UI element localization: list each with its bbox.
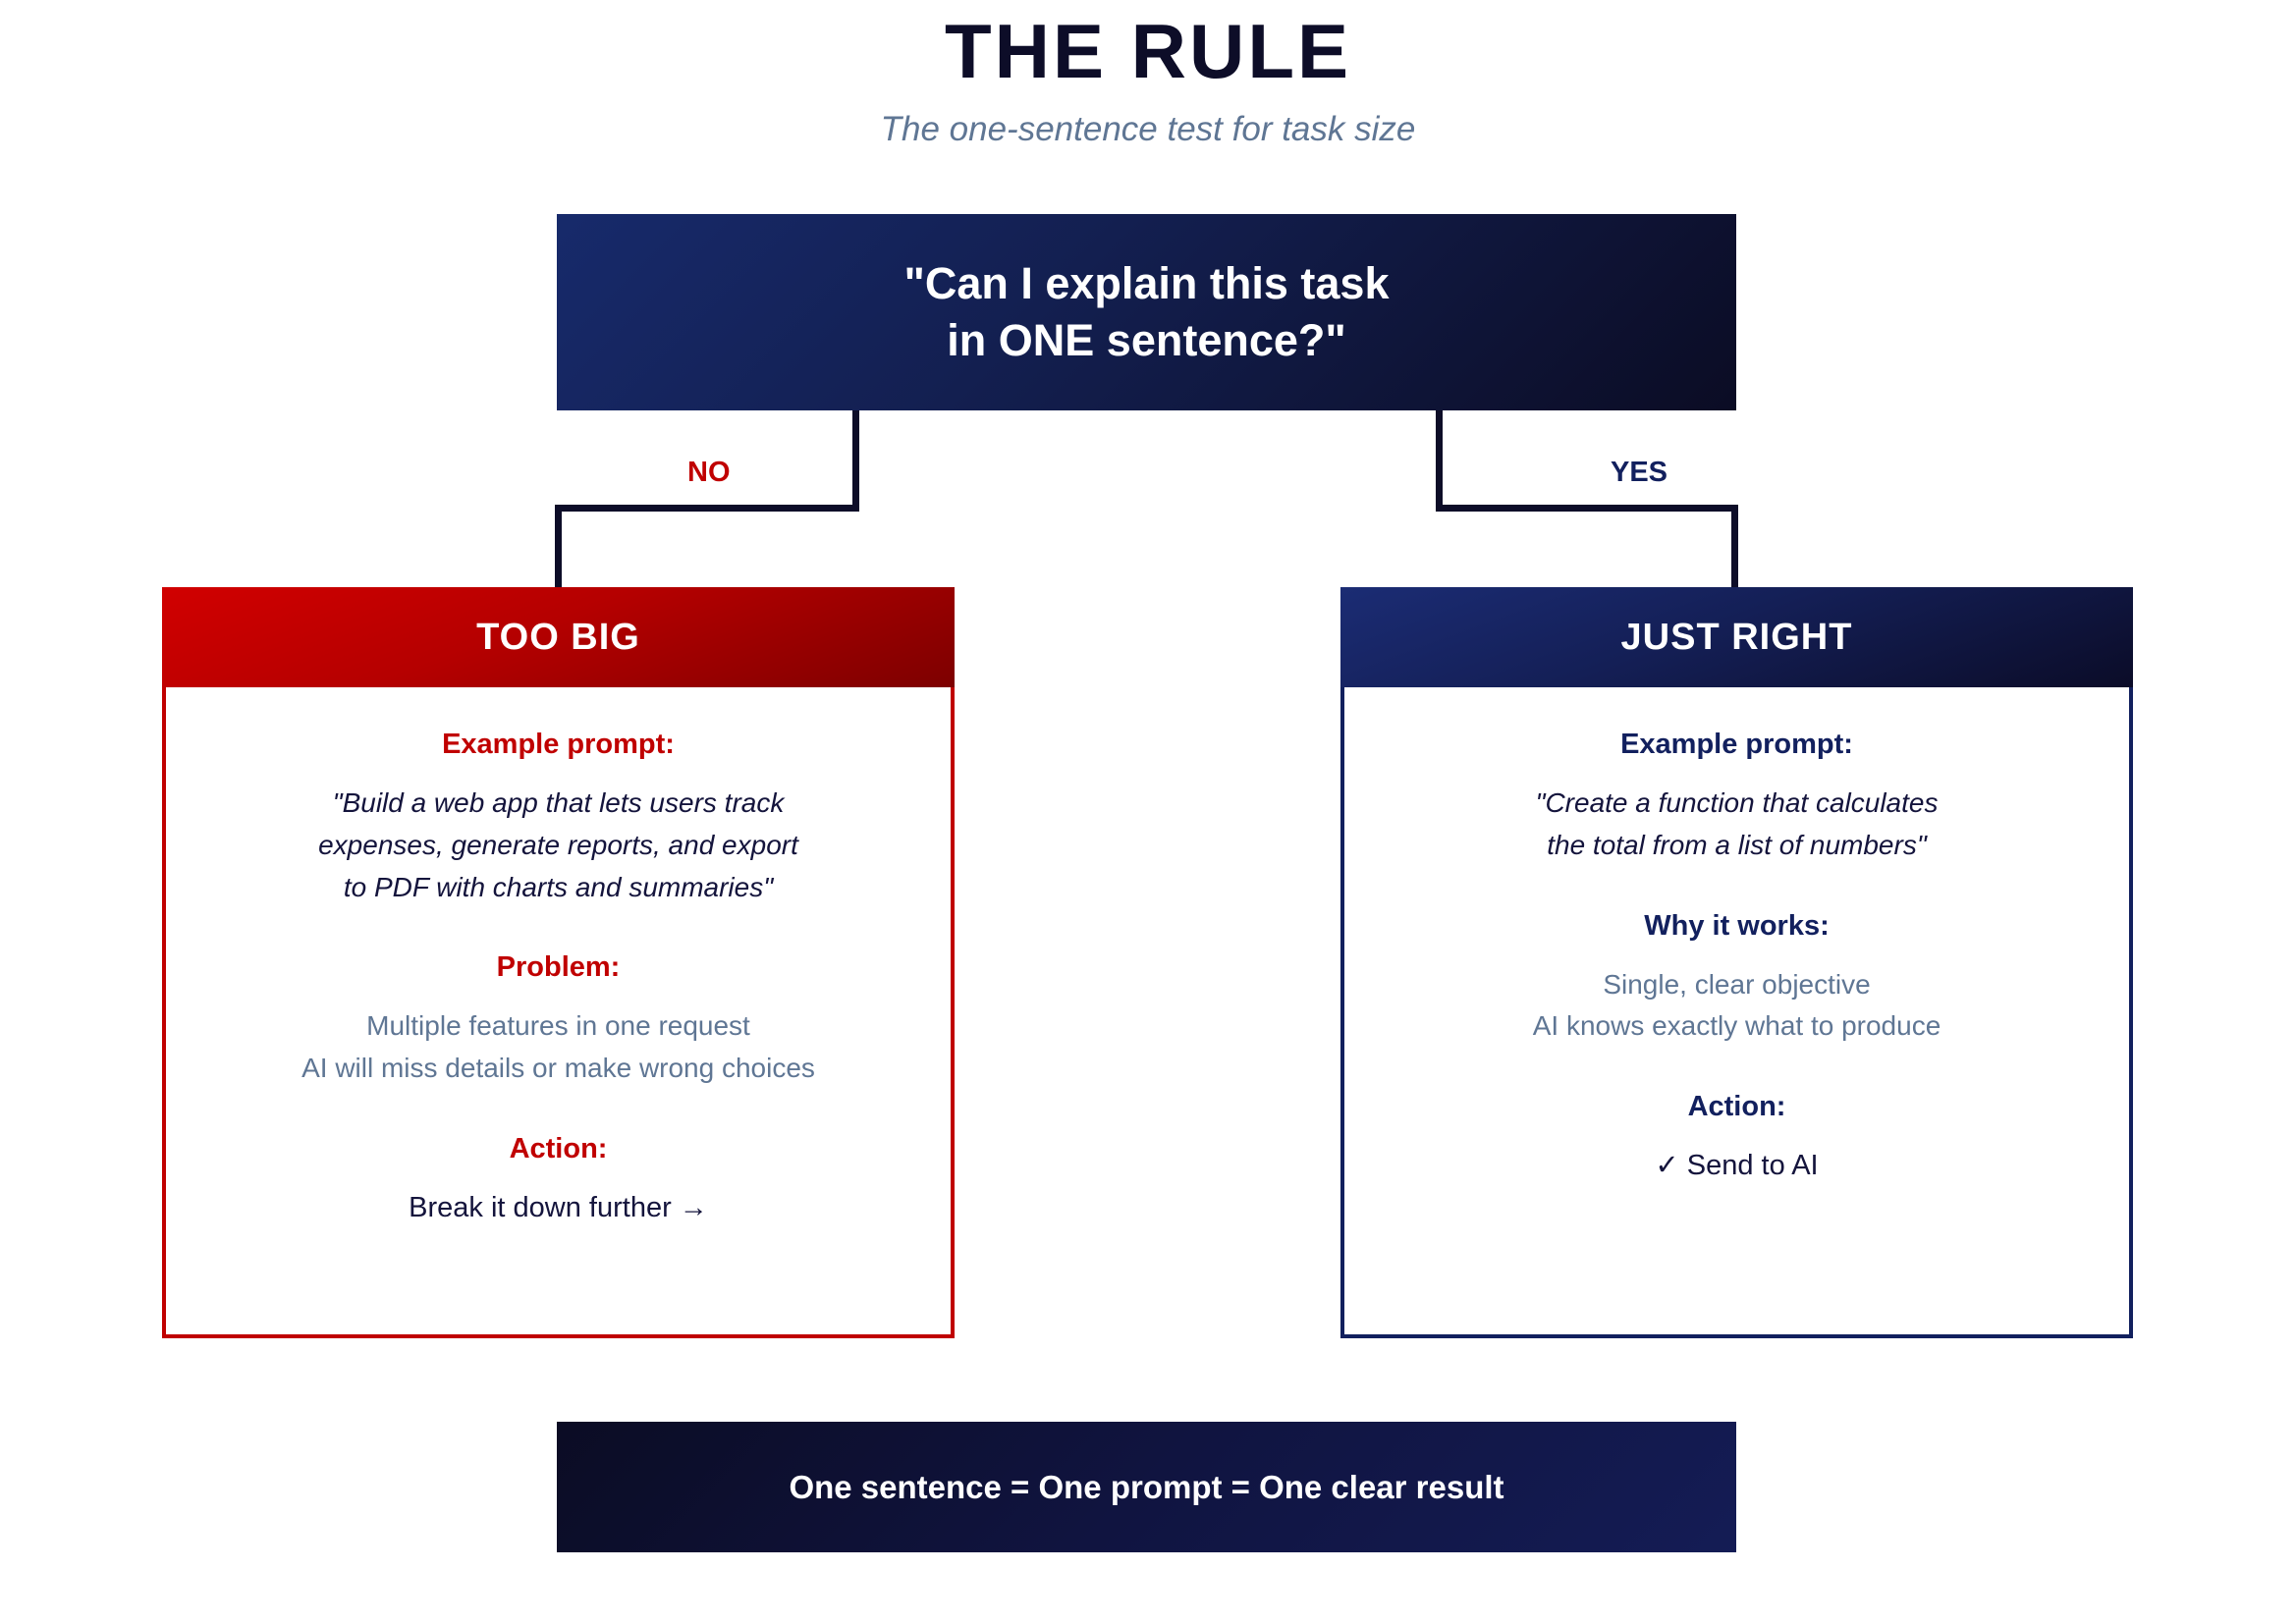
why-line-2: AI knows exactly what to produce — [1532, 1010, 1941, 1042]
card-body-too-big: Example prompt: "Build a web app that le… — [166, 687, 951, 1230]
section-text-problem: Multiple features in one request AI will… — [166, 1005, 951, 1090]
decision-question-box: "Can I explain this task in ONE sentence… — [557, 214, 1736, 410]
why-line-1: Single, clear objective — [1603, 968, 1871, 1000]
connector-yes-vertical-down — [1731, 505, 1738, 591]
connector-yes-horizontal — [1436, 505, 1738, 512]
section-text-action-too-big: Break it down further → — [409, 1192, 708, 1224]
page-title: THE RULE — [945, 8, 1351, 94]
section-text-action-just-right: ✓ Send to AI — [1655, 1150, 1819, 1182]
prompt-line-3: to PDF with charts and summaries" — [343, 871, 774, 902]
section-heading-action-too-big: Action: — [509, 1133, 608, 1165]
section-heading-action-just-right: Action: — [1687, 1091, 1786, 1123]
section-text-why-it-works: Single, clear objective AI knows exactly… — [1344, 964, 2129, 1049]
question-line-1: "Can I explain this task — [903, 258, 1390, 309]
page-subtitle: The one-sentence test for task size — [880, 110, 1416, 148]
connector-no-vertical-down — [555, 505, 562, 591]
connector-no-horizontal — [555, 505, 859, 512]
connector-no-vertical-top — [852, 410, 859, 509]
section-text-example-prompt-right: "Create a function that calculates the t… — [1344, 783, 2129, 867]
section-heading-problem: Problem: — [496, 951, 621, 984]
prompt-right-line-1: "Create a function that calculates — [1535, 787, 1939, 818]
branch-label-no: NO — [687, 457, 731, 488]
question-line-2: in ONE sentence?" — [947, 315, 1346, 365]
problem-line-1: Multiple features in one request — [366, 1010, 750, 1042]
branch-label-yes: YES — [1611, 457, 1668, 488]
prompt-line-2: expenses, generate reports, and export — [318, 829, 798, 860]
section-text-example-prompt: "Build a web app that lets users track e… — [166, 783, 951, 908]
outcome-card-just-right: JUST RIGHT Example prompt: "Create a fun… — [1340, 587, 2133, 1338]
connector-yes-vertical-top — [1436, 410, 1443, 509]
card-header-just-right: JUST RIGHT — [1340, 587, 2133, 687]
problem-line-2: AI will miss details or make wrong choic… — [301, 1053, 815, 1084]
outcome-card-too-big: TOO BIG Example prompt: "Build a web app… — [162, 587, 955, 1338]
section-heading-example-prompt-right: Example prompt: — [1620, 729, 1853, 760]
decision-question-text: "Can I explain this task in ONE sentence… — [904, 255, 1390, 368]
footer-summary-banner: One sentence = One prompt = One clear re… — [557, 1422, 1736, 1552]
section-heading-example-prompt: Example prompt: — [442, 729, 675, 760]
section-heading-why-it-works: Why it works: — [1644, 909, 1830, 942]
prompt-right-line-2: the total from a list of numbers" — [1547, 829, 1927, 860]
prompt-line-1: "Build a web app that lets users track — [332, 787, 785, 818]
card-header-too-big: TOO BIG — [162, 587, 955, 687]
footer-summary-text: One sentence = One prompt = One clear re… — [789, 1468, 1504, 1505]
card-body-just-right: Example prompt: "Create a function that … — [1344, 687, 2129, 1188]
